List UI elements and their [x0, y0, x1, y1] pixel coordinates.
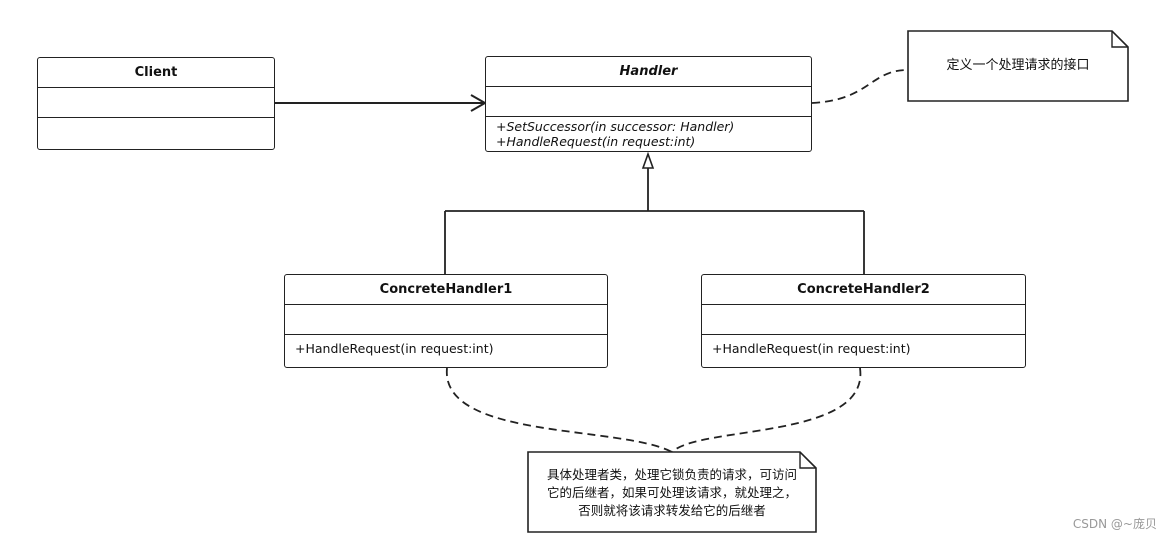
class-handler-op-2: +HandleRequest(in request:int)	[496, 134, 696, 149]
concrete-note-text: 具体处理者类，处理它锁负责的请求，可访问 它的后继者，如果可处理该请求，就处理之…	[528, 466, 816, 520]
class-concrete-handler-1-op-1: +HandleRequest(in request:int)	[295, 341, 494, 356]
concrete-note-anchor-1	[446, 367, 673, 453]
class-handler-name: Handler	[486, 57, 811, 87]
concrete-note-anchor-2	[671, 367, 861, 453]
class-handler-operations: +SetSuccessor(in successor: Handler) +Ha…	[486, 117, 811, 149]
class-concrete-handler-1: ConcreteHandler1 +HandleRequest(in reque…	[284, 274, 608, 368]
handler-note-text: 定义一个处理请求的接口	[946, 58, 1090, 73]
class-concrete-handler-2-attributes	[702, 305, 1025, 335]
concrete-note-line-1: 具体处理者类，处理它锁负责的请求，可访问	[546, 467, 797, 482]
class-concrete-handler-2-operations: +HandleRequest(in request:int)	[702, 335, 1025, 356]
class-concrete-handler-2: ConcreteHandler2 +HandleRequest(in reque…	[701, 274, 1026, 368]
class-concrete-handler-1-attributes	[285, 305, 607, 335]
class-client-attributes	[38, 88, 274, 118]
handler-note-fold	[1111, 31, 1128, 48]
class-concrete-handler-2-op-1: +HandleRequest(in request:int)	[712, 341, 911, 356]
handler-note-shape	[907, 30, 1129, 102]
concrete-note-line-3: 否则就将该请求转发给它的后继者	[578, 503, 766, 518]
class-concrete-handler-1-name: ConcreteHandler1	[285, 275, 607, 305]
concrete-note-fold	[799, 452, 816, 469]
class-concrete-handler-2-name: ConcreteHandler2	[702, 275, 1025, 305]
class-client: Client	[37, 57, 275, 150]
generalization-arrowhead	[641, 151, 655, 169]
class-handler-attributes	[486, 87, 811, 117]
concrete-note-line-2: 它的后继者，如果可处理该请求，就处理之，	[546, 485, 797, 500]
watermark: CSDN @~庞贝	[1072, 517, 1157, 531]
concrete-note-shape	[527, 451, 817, 533]
handler-note-anchor	[811, 69, 909, 104]
class-handler-op-1: +SetSuccessor(in successor: Handler)	[496, 119, 735, 134]
class-client-operations	[38, 118, 274, 146]
class-client-name: Client	[38, 58, 274, 88]
class-concrete-handler-1-operations: +HandleRequest(in request:int)	[285, 335, 607, 356]
class-handler: Handler +SetSuccessor(in successor: Hand…	[485, 56, 812, 152]
